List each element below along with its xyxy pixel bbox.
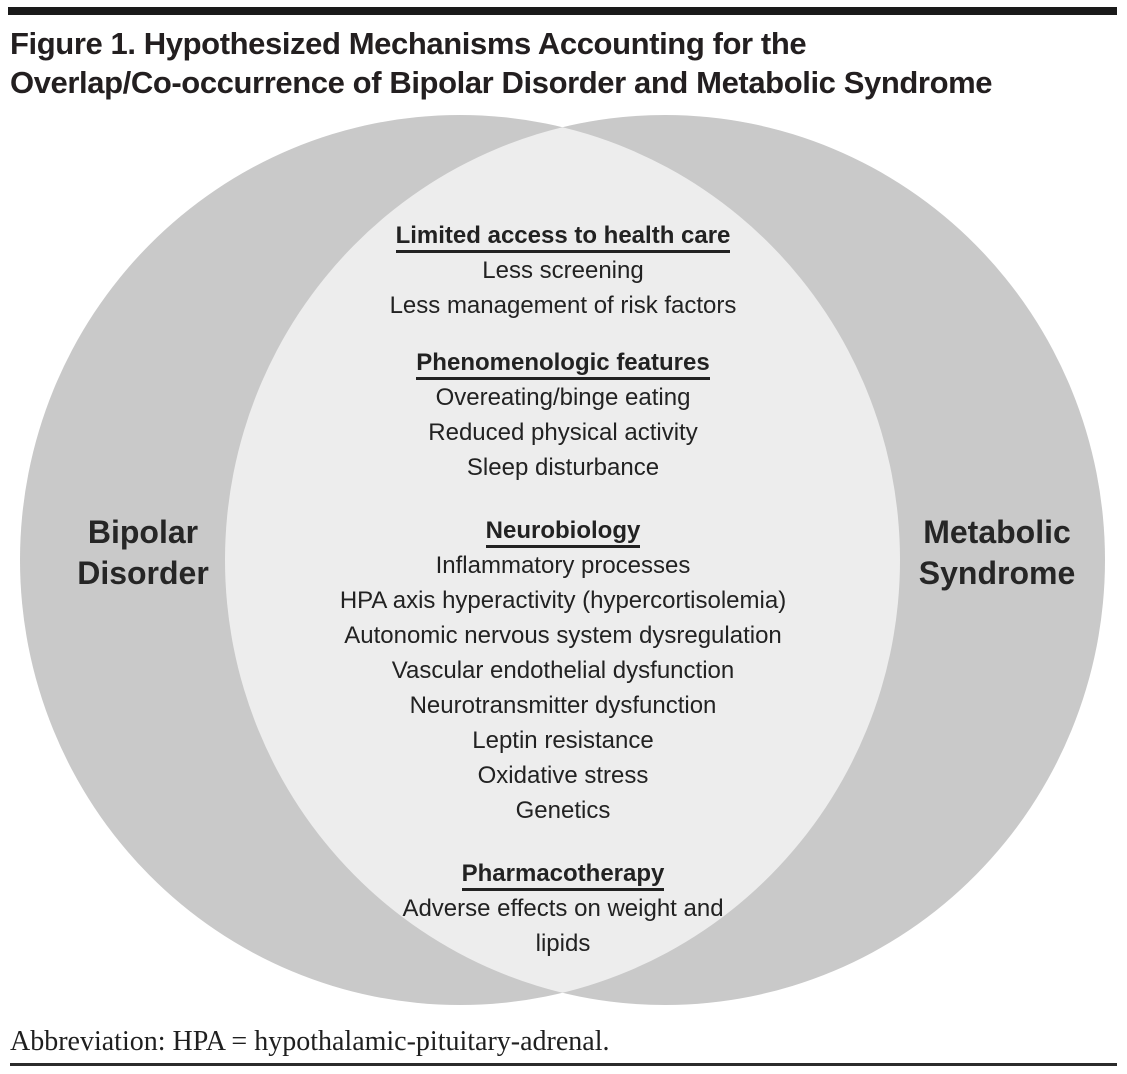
figure-top-rule (8, 7, 1117, 15)
right-circle-label: Metabolic Syndrome (918, 514, 1076, 591)
overlap-item: Sleep disturbance (466, 454, 660, 481)
overlap-item: Genetics (515, 797, 611, 824)
figure-title-line1: Figure 1. Hypothesized Mechanisms Accoun… (10, 26, 807, 61)
overlap-item: Neurotransmitter dysfunction (409, 692, 717, 719)
overlap-item: Leptin resistance (472, 727, 654, 754)
overlap-item: Vascular endothelial dysfunction (391, 657, 735, 684)
overlap-item: HPA axis hyperactivity (hypercortisolemi… (339, 587, 787, 614)
overlap-item: Adverse effects on weight and lipids (402, 895, 724, 957)
overlap-item: Autonomic nervous system dysregulation (344, 622, 782, 649)
section-heading-text: Pharmacotherapy (461, 860, 665, 891)
section-neurobiology: Neurobiology Inflammatory processes HPA … (283, 513, 843, 828)
figure-title: Figure 1. Hypothesized Mechanisms Accoun… (10, 24, 1122, 102)
section-heading: Limited access to health care (283, 218, 843, 253)
abbreviation-footnote: Abbreviation: HPA = hypothalamic-pituita… (10, 1026, 610, 1057)
figure-title-line2: Overlap/Co-occurrence of Bipolar Disorde… (10, 65, 993, 100)
left-circle-label: Bipolar Disorder (77, 514, 209, 591)
overlap-item: Less management of risk factors (389, 292, 737, 319)
overlap-item: Less screening (482, 257, 644, 284)
section-heading: Pharmacotherapy (283, 856, 843, 891)
section-pharmacotherapy: Pharmacotherapy Adverse effects on weigh… (283, 856, 843, 961)
figure-bottom-rule (10, 1063, 1117, 1066)
overlap-item: Reduced physical activity (428, 419, 698, 446)
section-limited-access: Limited access to health care Less scree… (283, 218, 843, 323)
overlap-item: Overeating/binge eating (435, 384, 691, 411)
section-heading: Neurobiology (283, 513, 843, 548)
section-heading: Phenomenologic features (283, 345, 843, 380)
section-phenomenologic: Phenomenologic features Overeating/binge… (283, 345, 843, 485)
section-heading-text: Limited access to health care (395, 222, 731, 253)
overlap-item: Inflammatory processes (435, 552, 691, 579)
overlap-item: Oxidative stress (477, 762, 649, 789)
overlap-content: Limited access to health care Less scree… (283, 218, 843, 989)
section-heading-text: Neurobiology (485, 517, 641, 548)
section-heading-text: Phenomenologic features (416, 349, 710, 380)
